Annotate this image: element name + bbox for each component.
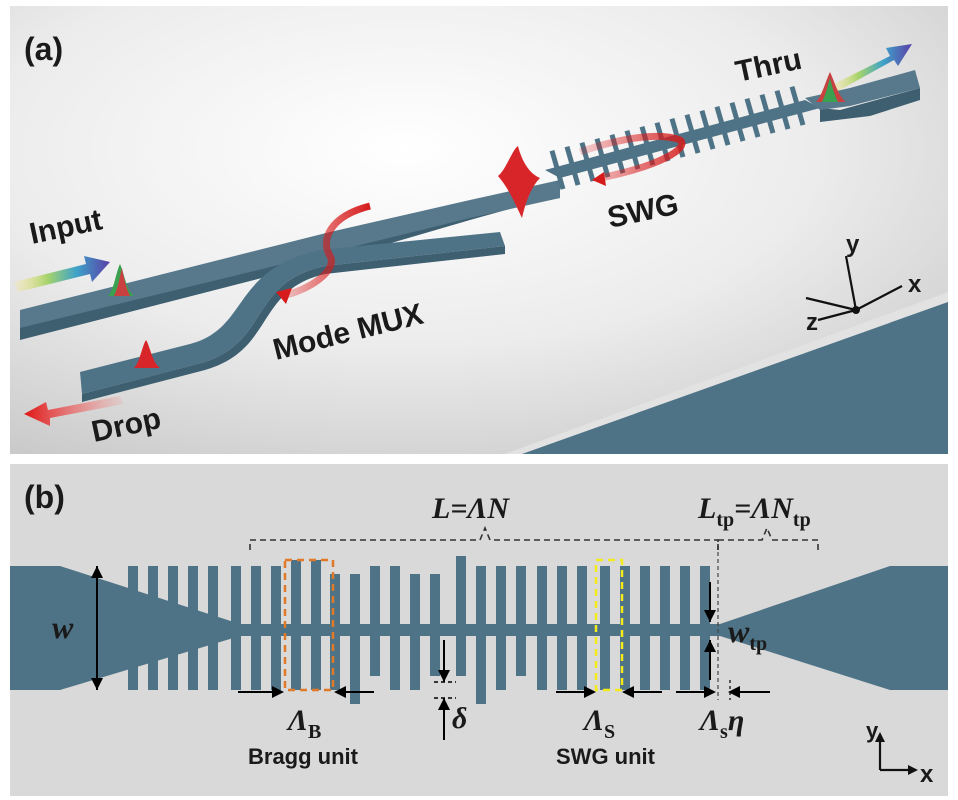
grating-bar xyxy=(148,566,158,690)
grating-bar xyxy=(476,566,486,704)
axis-y-arrowhead xyxy=(875,732,885,742)
panel-a: x y z (a) Input Thru Drop Mode MUX SWG xyxy=(10,6,948,454)
axis-z-label: z xyxy=(806,309,818,336)
panel-b-axis-y-label: y xyxy=(866,718,879,743)
panel-b-label: (b) xyxy=(24,479,65,515)
bragg-unit-label: Bragg unit xyxy=(248,744,359,769)
mux-conversion-arrow xyxy=(281,202,371,300)
panel-a-label: (a) xyxy=(24,31,63,67)
grating-bar xyxy=(330,574,340,690)
grating-bar xyxy=(410,574,420,690)
input-light-arrow xyxy=(14,256,110,292)
drop-mode-profile xyxy=(134,340,160,368)
grating-bar xyxy=(311,560,321,690)
grating-bar xyxy=(271,566,281,690)
grating-bar xyxy=(700,566,710,690)
grating-bar xyxy=(231,566,241,690)
grating-bar xyxy=(537,566,547,690)
drop-light-arrow xyxy=(24,396,124,426)
grating-bar xyxy=(128,566,138,690)
grating-bar xyxy=(557,566,567,690)
axis-x-arrowhead xyxy=(908,765,918,775)
taper-width-label: wtp xyxy=(728,613,767,655)
width-label: w xyxy=(52,609,74,645)
swg-unit-box xyxy=(594,558,624,692)
drop-waveguide-edge xyxy=(82,246,505,402)
dimension-arrowheads xyxy=(91,566,740,710)
grating-bar xyxy=(350,574,360,704)
axes-origin-dot xyxy=(852,306,860,314)
panel-b-axes xyxy=(878,738,912,772)
axis-y-label: y xyxy=(846,231,860,258)
grating-bar xyxy=(577,566,587,690)
grating-bar xyxy=(188,566,198,690)
substrate-slab-top xyxy=(505,292,948,454)
thru-mode-profile-b xyxy=(822,78,838,102)
swg-unit-label: SWG unit xyxy=(556,744,656,769)
bragg-unit-box xyxy=(283,558,335,692)
grating-bar xyxy=(660,566,670,690)
thru-waveguide-side xyxy=(820,88,920,122)
drop-waveguide xyxy=(80,232,505,394)
axis-x-label: x xyxy=(908,271,922,298)
swg-reflection-arrow xyxy=(578,132,686,182)
grating-bar xyxy=(516,566,526,676)
grating-bar xyxy=(251,566,261,690)
grating-bar xyxy=(208,566,218,690)
grating-bar xyxy=(496,566,506,690)
total-length-label: L=ΛN xyxy=(431,492,510,525)
grating-bar xyxy=(168,566,178,690)
bragg-period-label: ΛB xyxy=(286,704,321,743)
taper-length-label: Ltp=ΛNtp xyxy=(697,492,811,531)
input-mode-profile-b xyxy=(114,268,130,296)
grating-bar xyxy=(600,566,610,690)
grating-bar xyxy=(620,566,630,690)
grating-bar xyxy=(291,560,301,690)
grating-bar xyxy=(640,566,650,690)
panel-b-axis-x-label: x xyxy=(920,761,934,788)
mux-conversion-arrowhead xyxy=(276,288,292,304)
duty-cycle-label: Λsη xyxy=(698,704,744,743)
grating-bar xyxy=(456,556,466,676)
mid-mode-profile xyxy=(498,146,540,218)
length-brackets xyxy=(249,525,819,550)
bus-waveguide-top xyxy=(20,180,560,328)
grating-bar xyxy=(370,566,380,676)
grating-bar xyxy=(680,566,690,690)
grating-bar xyxy=(430,574,440,676)
thru-light-arrow xyxy=(830,44,912,92)
panel-b: y x (b) L=ΛN Ltp=ΛNtp w wtp δ ΛB Bragg u… xyxy=(10,464,948,796)
grating-bars xyxy=(128,556,710,704)
panel-a-axes xyxy=(805,255,903,322)
grating-bar xyxy=(390,566,400,690)
swg-reflection-arrowhead xyxy=(592,172,606,186)
swg-period-label: ΛS xyxy=(582,704,615,743)
delta-label: δ xyxy=(452,702,467,735)
